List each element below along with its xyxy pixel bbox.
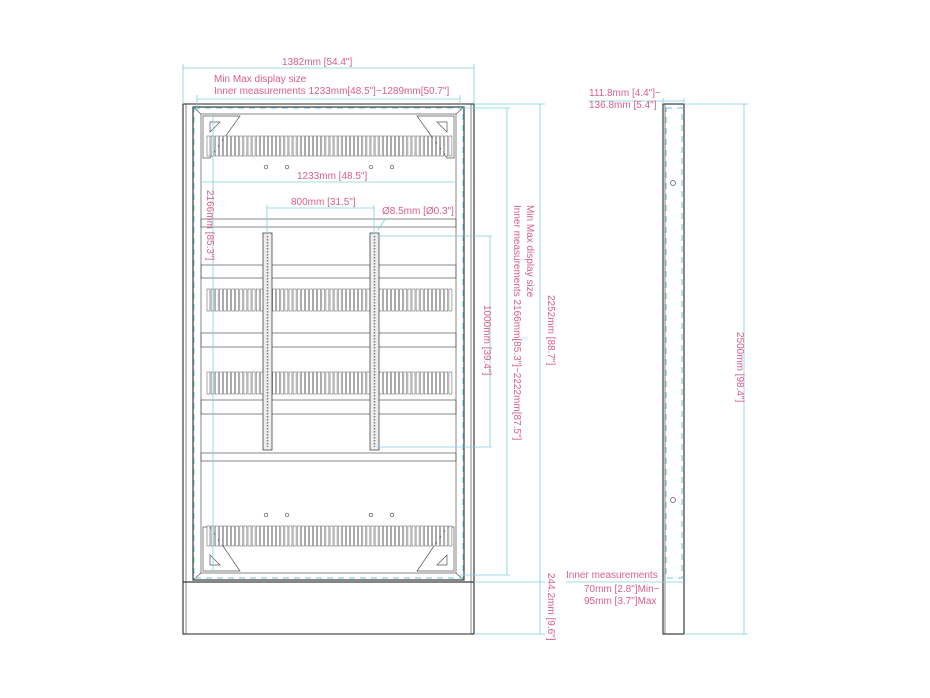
side-inner-depth-2: 95mm [3.7"]Max: [584, 596, 657, 607]
display-top-module: [202, 115, 455, 170]
base-height-label: 244.2mm [9.6"]: [545, 573, 556, 641]
side-view: [566, 98, 748, 635]
front-view: [182, 64, 545, 635]
side-depth-label-2: 136.8mm [5.4"]: [589, 100, 657, 111]
inner-height-label: 2166mm [85.3"]: [204, 190, 215, 261]
side-inner-depth-1: 70mm [2.8"]Min~: [584, 584, 660, 595]
display-size-title-vertical: Min Max display size: [524, 205, 535, 298]
inner-height-range-label: Inner measurements 2166mm[85.3"]~2222mm[…: [511, 205, 522, 441]
side-total-height-label: 2500mm [98.4"]: [734, 332, 745, 403]
vesa-vertical-label: 1000mm [39.4"]: [481, 305, 492, 376]
overall-height-label: 2252mm [88.7"]: [545, 295, 556, 366]
side-depth-label-1: 111.8mm [4.4"]~: [589, 88, 661, 99]
hole-diameter-label: Ø8.5mm [Ø0.3"]: [382, 206, 454, 217]
vesa-horizontal-label: 800mm [31.5"]: [291, 197, 356, 208]
side-inner-label: Inner measurements: [566, 570, 658, 581]
display-zone-dashed: [193, 107, 464, 579]
inner-width-range-label: Inner measurements 1233mm[48.5"]~1289mm[…: [214, 86, 450, 97]
side-outline: [662, 103, 685, 635]
display-size-title: Min Max display size: [214, 74, 307, 85]
inner-width-label: 1233mm [48.5"]: [297, 171, 368, 182]
front-dimension-lines: [182, 64, 545, 635]
display-bottom-module: [202, 512, 455, 572]
overall-width-label: 1382mm [54.4"]: [282, 57, 353, 68]
cabinet-outline: [182, 103, 475, 635]
